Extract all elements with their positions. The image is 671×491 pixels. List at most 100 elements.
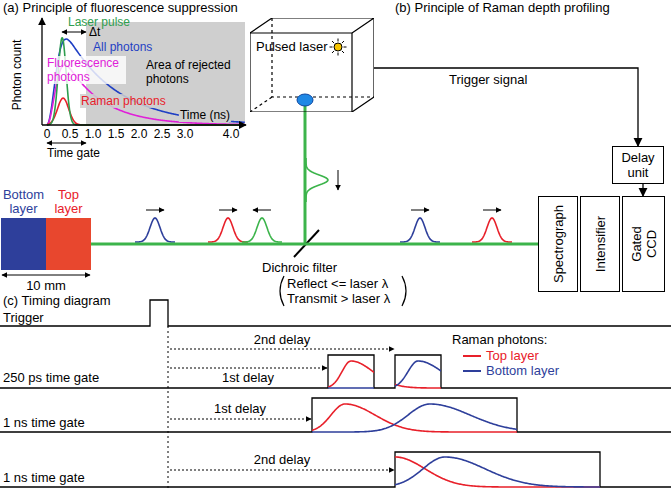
axis-title: Photon count	[10, 40, 24, 111]
signal-name: 250 ps time gate	[3, 371, 99, 385]
laser-symbol	[332, 51, 334, 53]
laser-symbol	[332, 41, 334, 43]
housing-edge	[250, 18, 374, 33]
y-axis	[41, 18, 42, 125]
laser-aperture	[297, 94, 313, 106]
tick-label: 1.0	[85, 127, 102, 141]
laser-symbol	[344, 47, 347, 48]
signal-wire	[374, 68, 638, 146]
signal-name: 1 ns time gate	[3, 416, 85, 430]
housing-edge	[250, 97, 272, 112]
photon-curve	[47, 39, 245, 125]
direction-arrow	[146, 210, 164, 211]
intensifier-box: Intensifier	[580, 196, 620, 292]
tick-label: 4.0	[223, 127, 240, 141]
node-text: Delay unit	[615, 150, 661, 180]
laser-housing	[250, 18, 374, 112]
legend-text: Bottom layer	[486, 364, 559, 378]
gate-signal	[0, 355, 671, 388]
legend-entry: Bottom layer	[462, 364, 559, 378]
laser-symbol	[330, 47, 333, 48]
node-text: Bottom layer	[1, 188, 47, 216]
top-layer-block: Top layer	[46, 218, 91, 270]
edge-label: Trigger signal	[449, 73, 527, 87]
raman-pulse	[300, 361, 620, 388]
raman-pulse	[395, 457, 600, 487]
gate-label: Time gate	[47, 146, 100, 160]
legend-text: Top layer	[486, 349, 539, 363]
gate-signal	[0, 398, 671, 432]
light-pulse	[135, 218, 175, 242]
laser-beam	[304, 104, 307, 244]
note-label: Reflect <= laser λ	[287, 277, 388, 291]
part-label: Dichroic filter	[262, 261, 337, 275]
delay-arrow	[170, 368, 327, 369]
trigger-reference	[168, 326, 169, 491]
bracket	[402, 276, 406, 306]
housing-edge	[250, 33, 352, 112]
laser-symbol	[334, 43, 342, 51]
node-text: Intensifier	[593, 216, 608, 272]
panel-title: (b) Principle of Raman depth profiling	[395, 1, 610, 15]
tick-label: 2.0	[131, 127, 148, 141]
curve-label: Fluorescence photons	[46, 56, 126, 84]
photon-curve	[47, 38, 245, 125]
delay-label: 2nd delay	[253, 333, 311, 347]
gated-ccd-box: Gated CCD	[622, 196, 665, 292]
legend-swatch	[462, 351, 482, 361]
delay-unit-box: Delay unit	[612, 146, 664, 184]
tick-label: 2.5	[154, 127, 171, 141]
time-gate-arrow	[47, 143, 86, 144]
node-text: Pulsed laser	[256, 39, 328, 54]
raman-pulse	[312, 404, 517, 432]
tick-label: 1.5	[108, 127, 125, 141]
tick-label: 0	[44, 127, 51, 141]
signal-name: Trigger	[3, 311, 44, 325]
dimension-label: 10 mm	[26, 279, 66, 293]
legend-title: Raman photons:	[452, 333, 547, 347]
delta-t-label: Δt	[89, 25, 100, 39]
light-pulse	[242, 218, 282, 242]
note-label: Transmit > laser λ	[287, 292, 390, 306]
bottom-layer-block: Bottom layer	[1, 218, 46, 270]
delay-label: 2nd delay	[254, 453, 310, 467]
laser-symbol	[338, 39, 339, 42]
light-pulse	[472, 218, 512, 242]
node-text: Top layer	[46, 188, 92, 216]
raman-pulse	[300, 361, 620, 388]
laser-symbol	[342, 41, 344, 43]
light-pulse	[400, 218, 440, 242]
x-axis	[42, 124, 246, 125]
light-pulse	[208, 218, 248, 242]
direction-arrow	[253, 210, 271, 211]
delay-label: 1st delay	[222, 371, 274, 385]
signal-name: 1 ns time gate	[3, 471, 85, 485]
raman-pulse	[312, 404, 517, 432]
legend-line	[463, 370, 481, 372]
delay-label: 1st delay	[214, 402, 266, 416]
curve-label: Raman photons	[80, 94, 167, 108]
housing-edge	[272, 18, 374, 97]
node-text: Gated CCD	[629, 222, 659, 266]
region-label: Area of rejected photons	[145, 58, 245, 86]
laser-symbol	[342, 51, 344, 53]
signal-wire	[642, 184, 643, 196]
bracket	[280, 276, 284, 306]
laser-beam	[91, 243, 538, 246]
delta-t-arrow	[62, 32, 86, 33]
panel-title: (a) Principle of fluorescence suppressio…	[3, 1, 238, 15]
tick-label: 0.5	[62, 127, 79, 141]
spectrograph-box: Spectrograph	[538, 196, 578, 292]
dimension-arrow	[2, 275, 90, 276]
axis-title: Time (ns)	[179, 108, 231, 122]
tick-label: 3.0	[177, 127, 194, 141]
delay-arrow	[170, 349, 394, 350]
pulsed-laser-box: Pulsed laser	[250, 18, 374, 112]
laser-symbol	[338, 53, 339, 56]
curve-label: All photons	[92, 40, 153, 54]
delay-arrow	[170, 470, 394, 471]
light-pulse	[306, 158, 328, 202]
legend-entry: Top layer	[462, 349, 539, 363]
direction-arrow	[338, 170, 339, 190]
